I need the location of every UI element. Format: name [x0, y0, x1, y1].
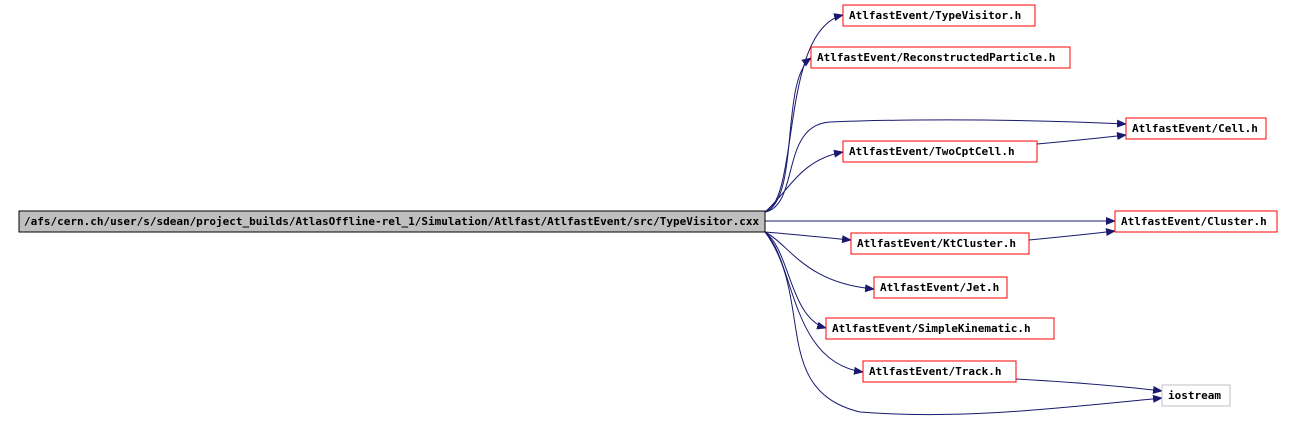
node-cluster-label: AtlfastEvent/Cluster.h [1121, 215, 1267, 228]
edge-root-to-twocptcell [764, 149, 844, 213]
edge-root-to-track [764, 231, 864, 375]
edge-root-to-simplekinematic [764, 231, 827, 330]
edge-root-to-iostream [764, 231, 1163, 416]
edge-twocptcell-to-cell [1036, 132, 1127, 145]
node-twocptcell-box [842, 140, 1038, 163]
node-typevisitor-label: AtlfastEvent/TypeVisitor.h [849, 9, 1021, 22]
node-jet-box [873, 276, 1008, 299]
node-twocptcell-label: AtlfastEvent/TwoCptCell.h [849, 145, 1015, 158]
node-track[interactable]: AtlfastEvent/Track.h [862, 360, 1017, 383]
edges-layer [764, 13, 1163, 416]
node-simplekinematic-label: AtlfastEvent/SimpleKinematic.h [832, 322, 1031, 335]
edge-track-to-iostream [1015, 378, 1163, 394]
node-ktcluster[interactable]: AtlfastEvent/KtCluster.h [850, 232, 1030, 255]
node-typevisitor-box [842, 4, 1036, 27]
edge-ktcluster-to-cluster [1028, 228, 1116, 241]
node-jet-label: AtlfastEvent/Jet.h [880, 281, 999, 294]
node-cell-box [1125, 117, 1267, 140]
node-root-box [18, 210, 766, 233]
node-track-box [862, 360, 1017, 383]
edge-root-to-typevisitor [764, 13, 844, 213]
edge-root-to-jet [764, 231, 875, 293]
node-cluster-box [1114, 210, 1278, 233]
node-simplekinematic-box [825, 317, 1055, 340]
node-reconstructedparticle-box [810, 46, 1071, 69]
node-twocptcell[interactable]: AtlfastEvent/TwoCptCell.h [842, 140, 1038, 163]
node-cell[interactable]: AtlfastEvent/Cell.h [1125, 117, 1267, 140]
node-cluster[interactable]: AtlfastEvent/Cluster.h [1114, 210, 1278, 233]
node-track-label: AtlfastEvent/Track.h [869, 365, 1001, 378]
node-jet[interactable]: AtlfastEvent/Jet.h [873, 276, 1008, 299]
node-root[interactable]: /afs/cern.ch/user/s/sdean/project_builds… [18, 210, 766, 233]
edge-root-to-cell [764, 119, 1127, 213]
node-iostream: iostream [1161, 384, 1231, 407]
edge-root-to-reconstructedparticle [764, 57, 812, 213]
nodes-layer: /afs/cern.ch/user/s/sdean/project_builds… [18, 4, 1278, 407]
node-root-label: /afs/cern.ch/user/s/sdean/project_builds… [24, 215, 759, 228]
node-iostream-label: iostream [1168, 389, 1221, 402]
node-reconstructedparticle-label: AtlfastEvent/ReconstructedParticle.h [817, 51, 1055, 64]
node-iostream-box [1161, 384, 1231, 407]
node-reconstructedparticle[interactable]: AtlfastEvent/ReconstructedParticle.h [810, 46, 1071, 69]
node-cell-label: AtlfastEvent/Cell.h [1132, 122, 1258, 135]
edge-root-to-ktcluster [764, 231, 852, 244]
node-typevisitor[interactable]: AtlfastEvent/TypeVisitor.h [842, 4, 1036, 27]
node-simplekinematic[interactable]: AtlfastEvent/SimpleKinematic.h [825, 317, 1055, 340]
node-ktcluster-box [850, 232, 1030, 255]
node-ktcluster-label: AtlfastEvent/KtCluster.h [857, 237, 1016, 250]
